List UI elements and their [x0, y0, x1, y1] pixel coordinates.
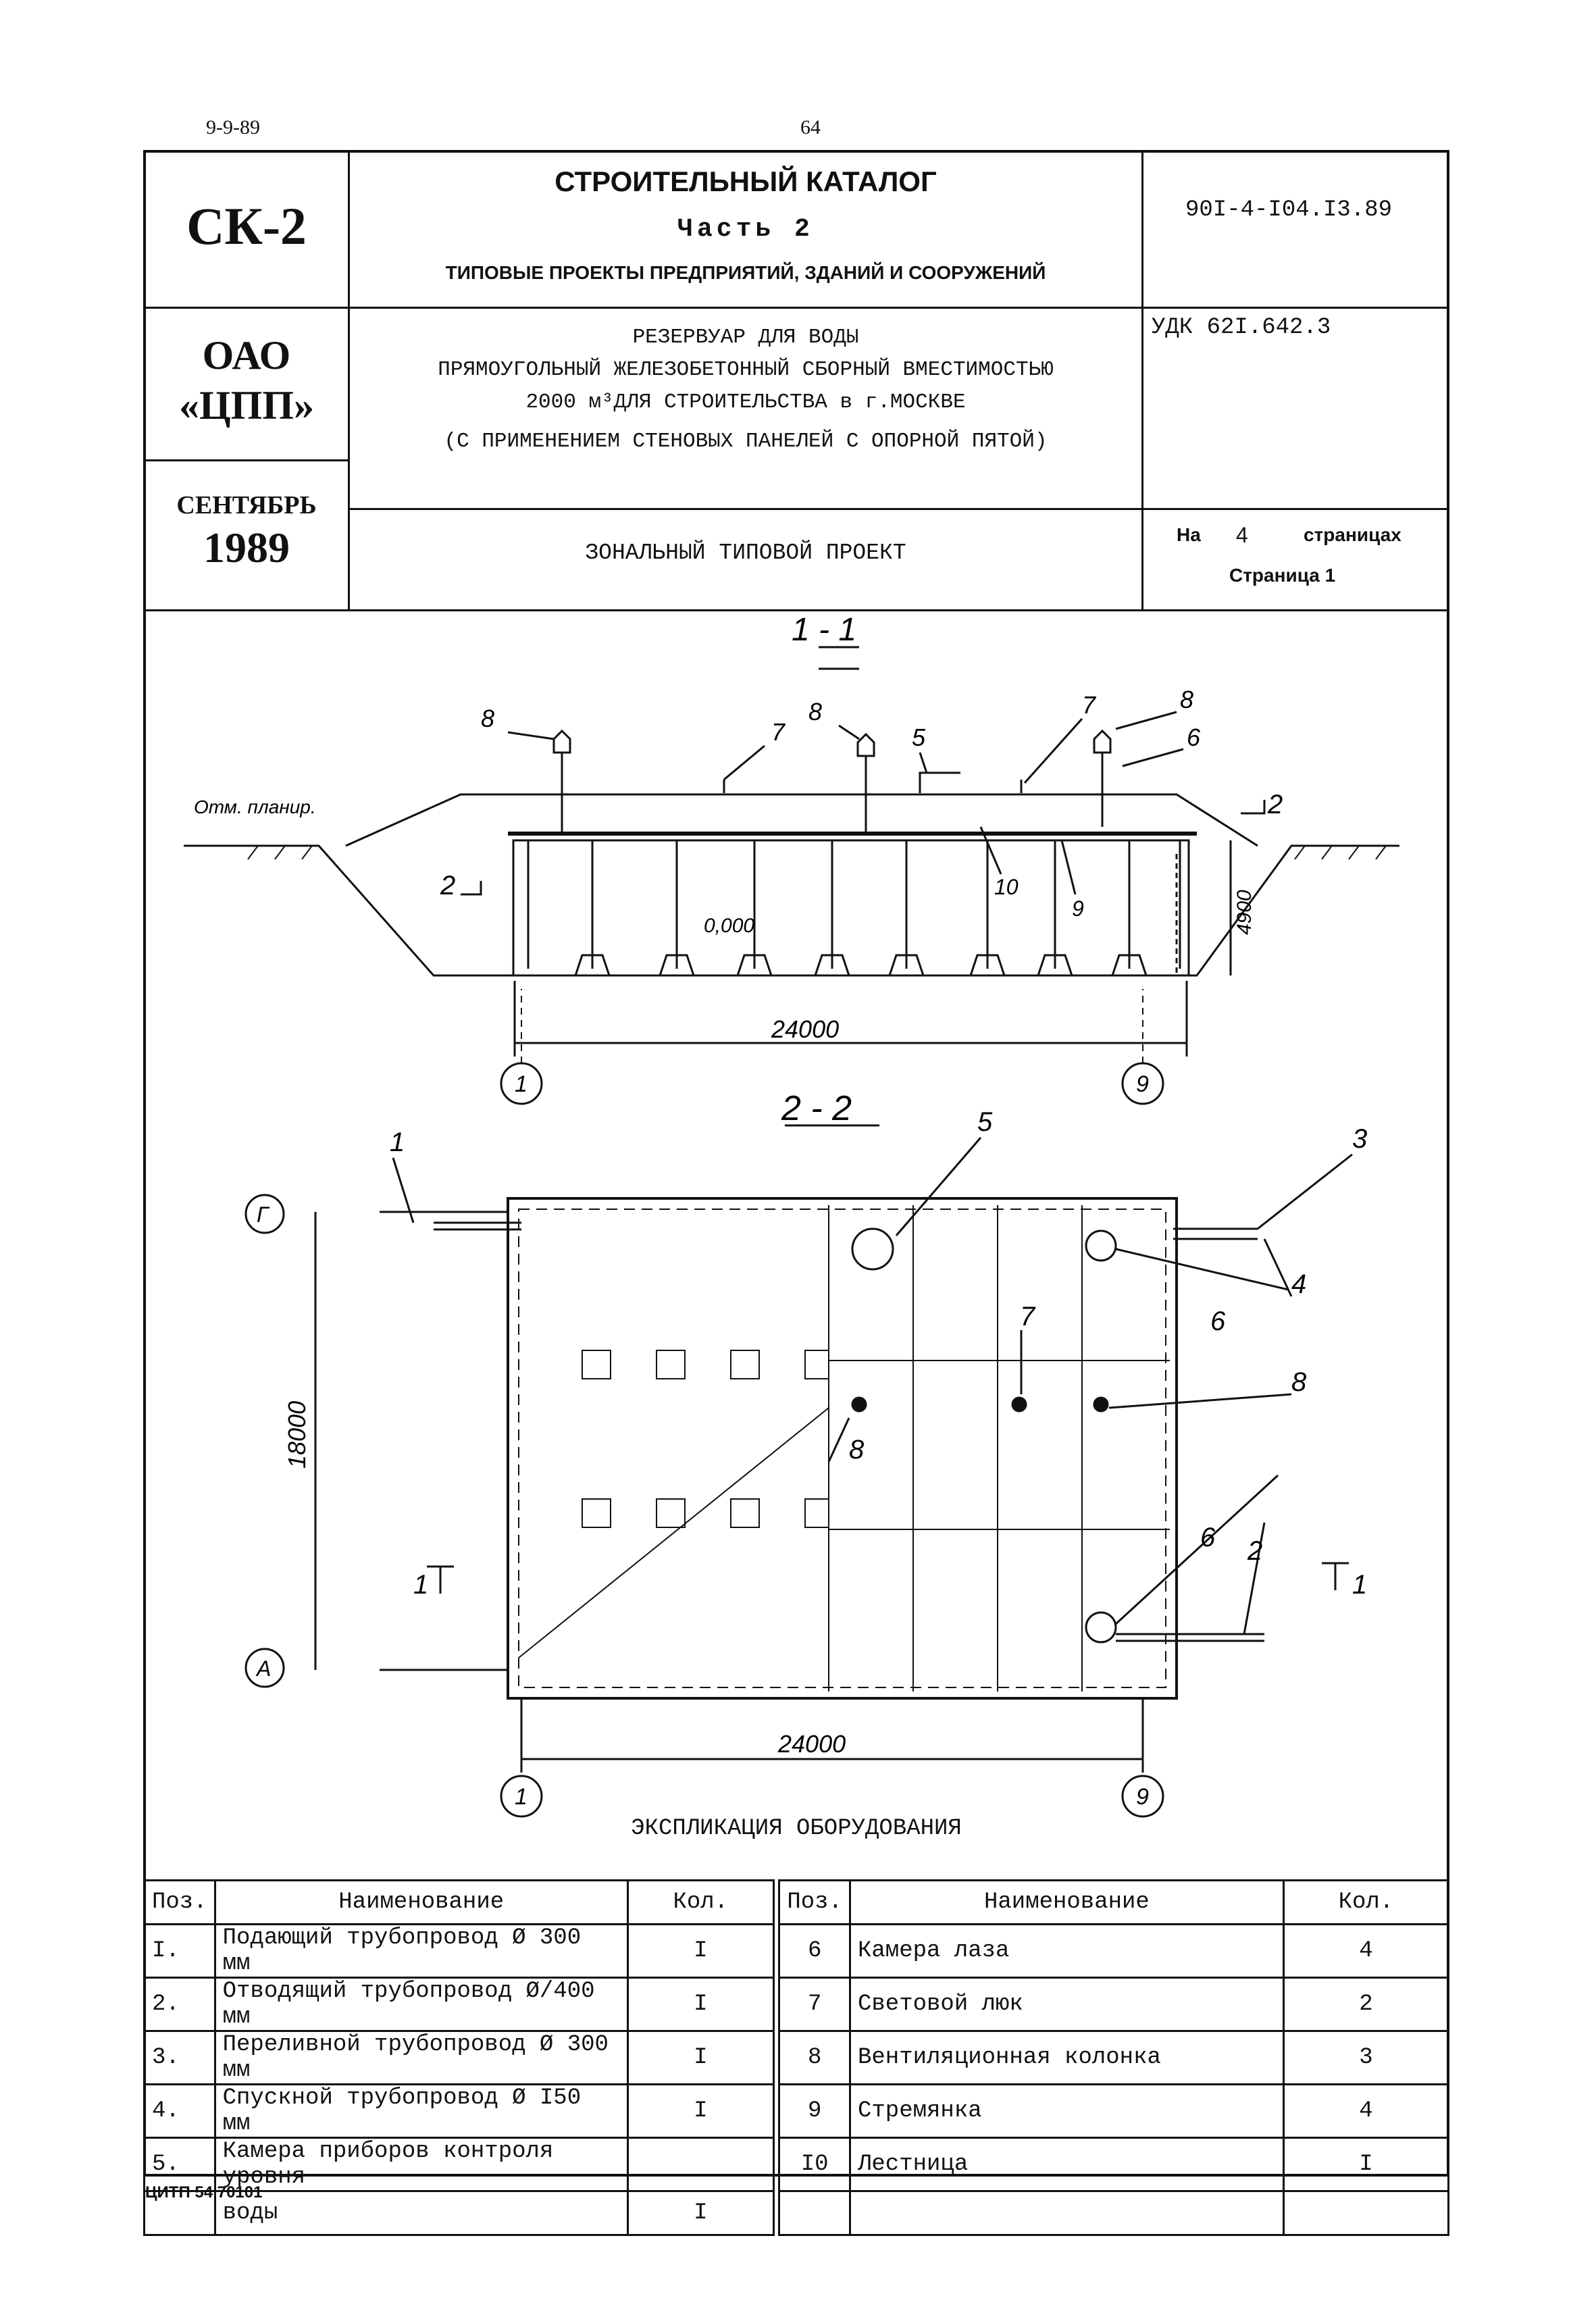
width-dim-label-1: 24000: [771, 1015, 839, 1043]
callout-7b: 7: [1082, 691, 1097, 719]
pages-count: 4: [1236, 523, 1248, 547]
explication-table: Поз. Наименование Кол. Поз. Наименование…: [143, 1879, 1450, 2236]
section-2-title: 2 - 2: [781, 1089, 852, 1128]
callout-8a: 8: [481, 705, 494, 732]
callout-5b: 5: [977, 1107, 993, 1137]
top-date: 9-9-89: [206, 116, 260, 138]
callout-3: 3: [1352, 1124, 1367, 1154]
height-dim-label: 4900: [1233, 890, 1256, 935]
org-line1: ОАО: [202, 333, 291, 378]
width-dimension-2: [520, 1698, 1144, 1773]
table-header-row: Поз. Наименование Кол. Поз. Наименование…: [143, 1879, 1450, 1925]
reservoir-section: [512, 839, 1190, 977]
callout-6c: 6: [1200, 1523, 1216, 1552]
project-line4: (С ПРИМЕНЕНИЕМ СТЕНОВЫХ ПАНЕЛЕЙ С ОПОРНО…: [444, 430, 1048, 453]
columns: [527, 840, 1181, 977]
table-row: I. Подающий трубопровод Ø 300 мм I 6 Кам…: [143, 1923, 1450, 1979]
section-1-title: 1 - 1: [792, 612, 856, 648]
backfill-mound: [345, 793, 1258, 847]
project-code: 90I-4-I04.I3.89: [1185, 197, 1393, 223]
table-row: 3. Переливной трубопровод Ø 300 мм I 8 В…: [143, 2030, 1450, 2085]
ventilation-columns: [552, 729, 1112, 834]
catalog-part: Часть 2: [677, 215, 814, 244]
month: СЕНТЯБРЬ: [176, 491, 317, 519]
cut-1-left: 1: [413, 1570, 428, 1600]
column-grid: [582, 1350, 829, 1528]
plan-outline: [507, 1197, 1178, 1700]
axis-1-label: 1: [515, 1071, 527, 1097]
cut-2-right: 2: [1267, 790, 1283, 819]
year: 1989: [203, 524, 290, 571]
axis-1-label-plan: 1: [515, 1784, 527, 1810]
technical-drawing: 1 - 1 2 - 2 Отм. планир. 0,000 4900 2400…: [184, 612, 1399, 1818]
cut-1-right: 1: [1352, 1570, 1367, 1600]
callout-8c: 8: [1180, 686, 1193, 713]
callout-4: 4: [1291, 1269, 1306, 1299]
cut-2-left: 2: [440, 871, 455, 900]
ground-label: Отм. планир.: [194, 796, 316, 817]
catalog-title: СТРОИТЕЛЬНЫЙ КАТАЛОГ: [555, 166, 937, 197]
callout-5a: 5: [912, 723, 926, 751]
org-line2: «ЦПП»: [178, 383, 314, 428]
explication-title: ЭКСПЛИКАЦИЯ ОБОРУДОВАНИЯ: [631, 1816, 962, 1841]
depth-dim-label: 18000: [283, 1401, 311, 1469]
axis-a-label: А: [255, 1656, 271, 1681]
callout-10: 10: [994, 875, 1019, 899]
footer-code: ЦИТП 54 70101: [145, 2183, 263, 2202]
axis-9-label-plan: 9: [1136, 1784, 1149, 1810]
callout-9: 9: [1072, 896, 1084, 921]
page-label: Страница 1: [1229, 565, 1336, 586]
callout-7a: 7: [771, 718, 786, 746]
table-row: 4. Спускной трубопровод Ø I50 мм I 9 Стр…: [143, 2083, 1450, 2139]
axis-9-label: 9: [1136, 1071, 1149, 1097]
project-line1: РЕЗЕРВУАР ДЛЯ ВОДЫ: [632, 326, 859, 349]
catalog-subtitle: ТИПОВЫЕ ПРОЕКТЫ ПРЕДПРИЯТИЙ, ЗДАНИЙ И СО…: [445, 262, 1046, 283]
series-code: СК-2: [186, 197, 307, 255]
top-page-number: 64: [800, 116, 821, 138]
callout-8e: 8: [849, 1435, 865, 1465]
callout-7c: 7: [1020, 1302, 1036, 1331]
project-type: ЗОНАЛЬНЫЙ ТИПОВОЙ ПРОЕКТ: [585, 540, 906, 565]
width-dimension-1: [513, 981, 1188, 1057]
level-label: 0,000: [704, 915, 754, 937]
table-row: 2. Отводящий трубопровод Ø/400 мм I 7 Св…: [143, 1977, 1450, 2032]
project-line3: 2000 м³ДЛЯ СТРОИТЕЛЬСТВА в г.МОСКВЕ: [525, 390, 966, 414]
table-row: воды I: [143, 2190, 1450, 2236]
callout-8b: 8: [808, 698, 822, 726]
width-dim-label-2: 24000: [777, 1730, 846, 1758]
callout-1: 1: [390, 1127, 405, 1157]
project-line2: ПРЯМОУГОЛЬНЫЙ ЖЕЛЕЗОБЕТОННЫЙ СБОРНЫЙ ВМЕ…: [438, 358, 1054, 382]
depth-dimension: [314, 1211, 508, 1671]
table-row: 5. Камера приборов контроля уровня I0 Ле…: [143, 2137, 1450, 2192]
axis-g-label: Г: [257, 1202, 270, 1227]
callout-2: 2: [1247, 1536, 1262, 1566]
pages-prefix: На: [1177, 524, 1201, 545]
udk-code: УДК 62I.642.3: [1152, 315, 1331, 340]
callout-6a: 6: [1187, 723, 1201, 751]
callout-8d: 8: [1291, 1367, 1307, 1397]
callout-6b: 6: [1210, 1306, 1226, 1336]
pages-suffix: страницах: [1304, 524, 1401, 545]
